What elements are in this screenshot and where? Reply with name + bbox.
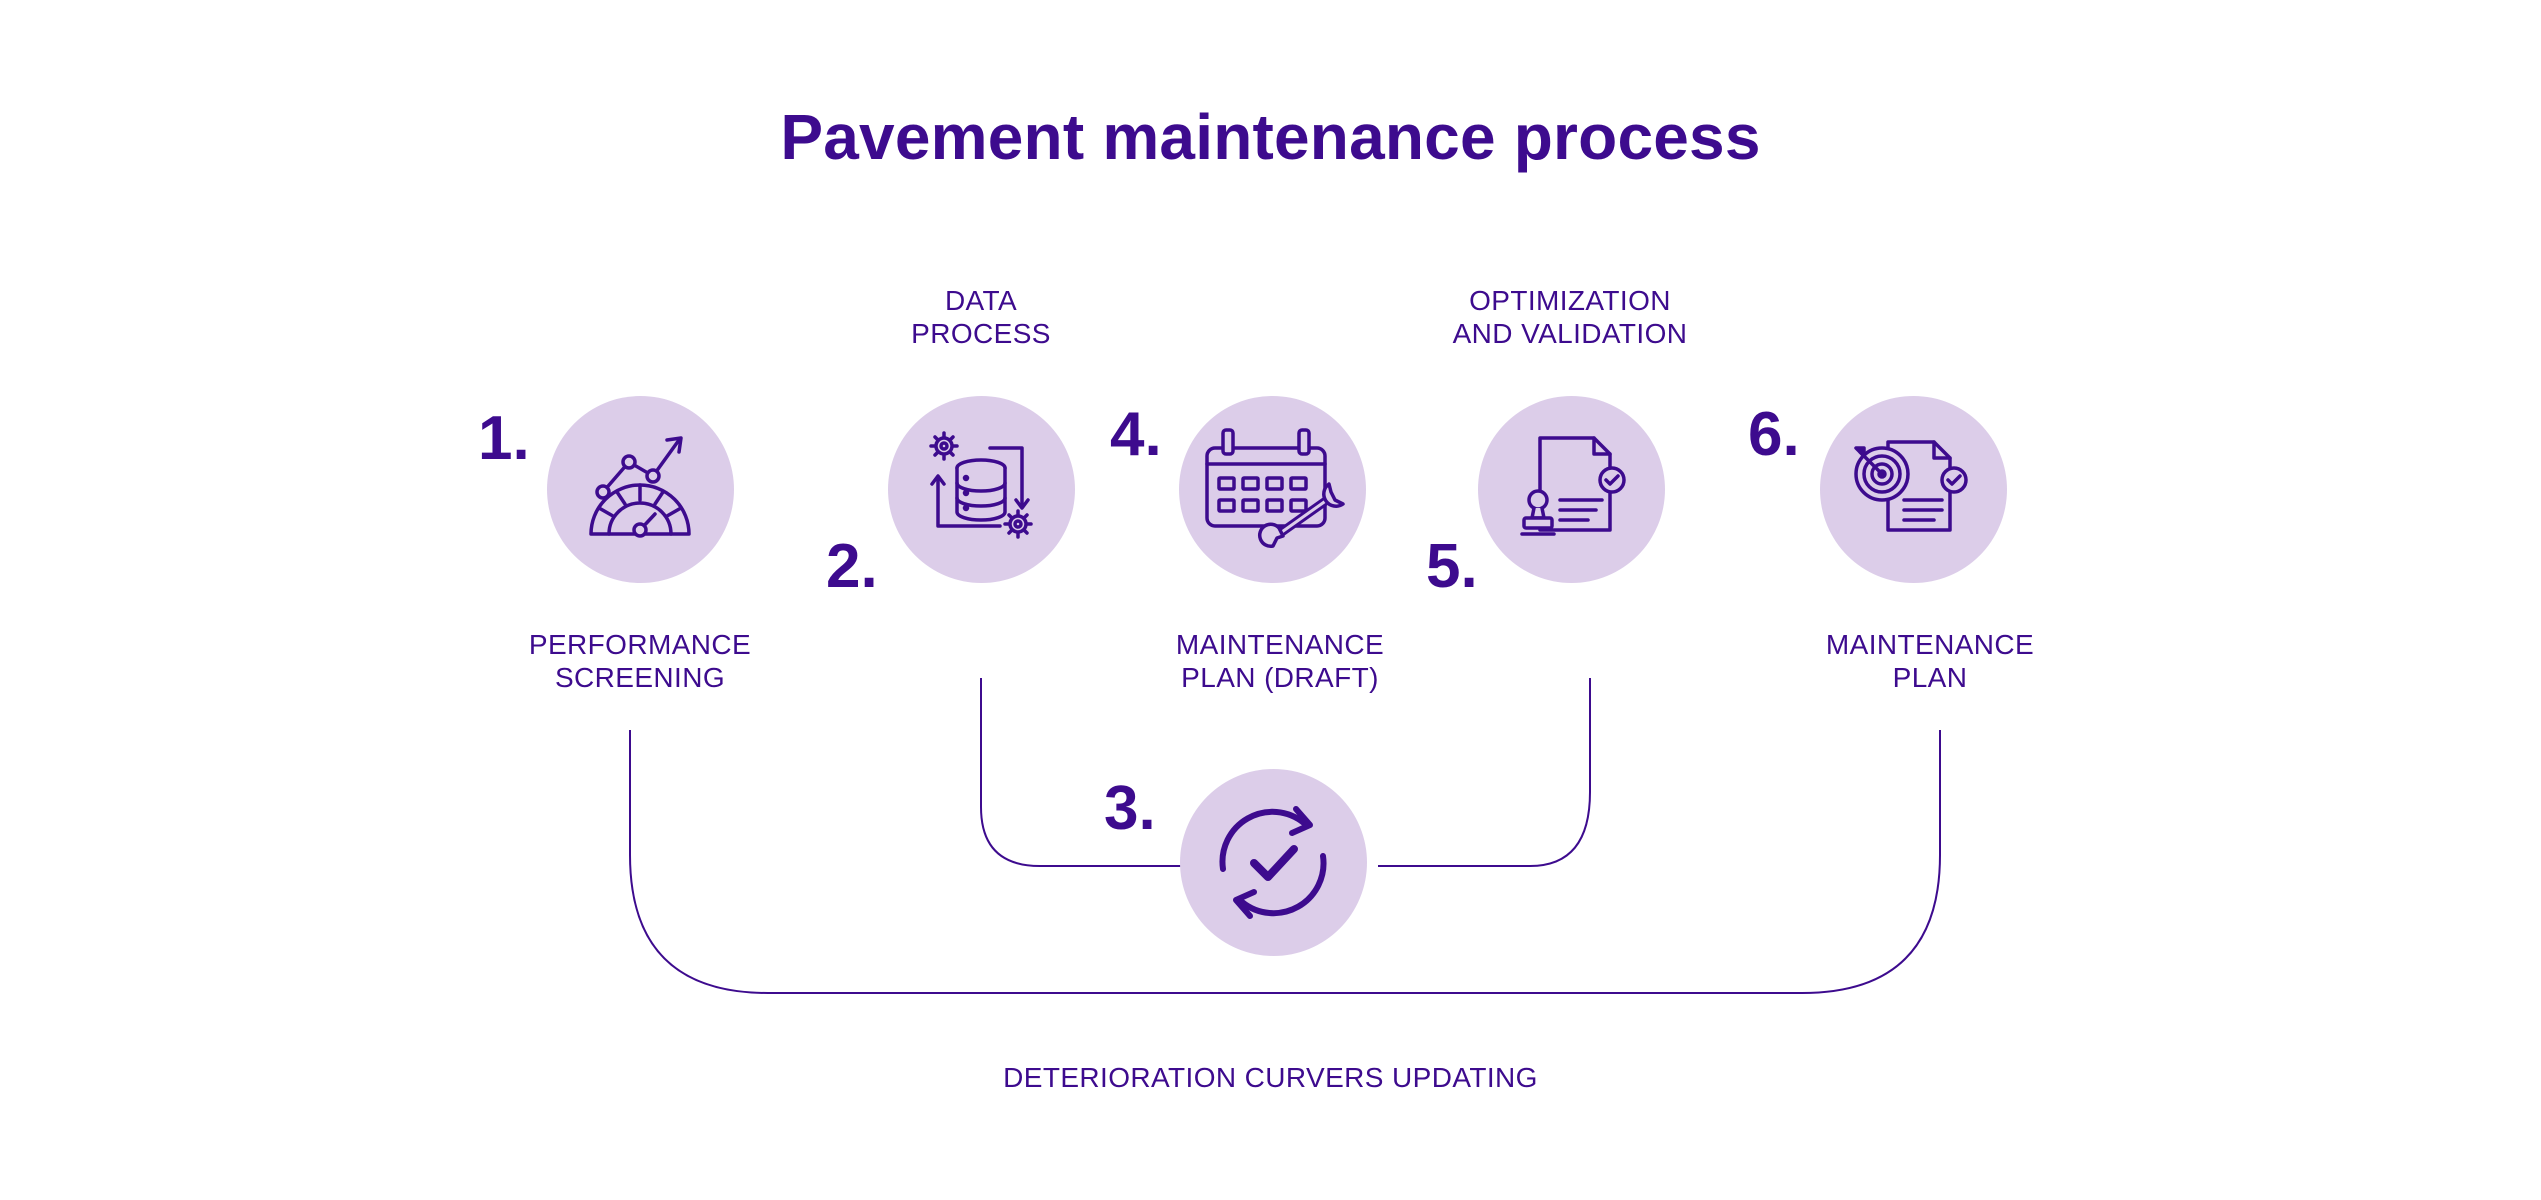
step-5-circle	[1478, 396, 1665, 583]
step-4-number: 4.	[1110, 400, 1162, 469]
step-4-label-line-1: MAINTENANCE	[1175, 629, 1385, 660]
document-stamp-icon	[1520, 436, 1626, 536]
calendar-wrench-icon	[1205, 428, 1345, 548]
database-gears-icon	[929, 431, 1033, 539]
step-4-label: MAINTENANCE PLAN (DRAFT)	[1130, 628, 1430, 694]
step-2-label-line-1: DATA	[944, 285, 1018, 316]
step-4-circle	[1179, 396, 1366, 583]
step-5-label: OPTIMIZATION AND VALIDATION	[1420, 284, 1720, 350]
step-3-circle	[1180, 769, 1367, 956]
page-title: Pavement maintenance process	[780, 101, 1761, 173]
refresh-check-icon	[1219, 806, 1327, 919]
step-1-circle	[547, 396, 734, 583]
step-6-label-line-1: MAINTENANCE	[1825, 629, 2035, 660]
footer-label: DETERIORATION CURVERS UPDATING	[1003, 1062, 1538, 1093]
step-1-label: PERFORMANCE SCREENING	[490, 628, 790, 694]
step-5-label-line-2: AND VALIDATION	[1452, 318, 1688, 349]
step-2-label-line-2: PROCESS	[911, 318, 1051, 349]
step-6-label: MAINTENANCE PLAN	[1780, 628, 2080, 694]
step-1-label-line-1: PERFORMANCE	[528, 629, 752, 660]
target-document-icon	[1854, 440, 1968, 532]
step-5-number: 5.	[1426, 532, 1478, 601]
step-3-number: 3.	[1104, 774, 1156, 843]
step-6-circle	[1820, 396, 2007, 583]
gauge-chart-icon	[589, 436, 691, 538]
step-2-circle	[888, 396, 1075, 583]
step-1-label-line-2: SCREENING	[554, 662, 726, 693]
inner-right-connector	[1378, 678, 1591, 867]
step-1-number: 1.	[478, 404, 530, 473]
step-6-label-line-2: PLAN	[1892, 662, 1968, 693]
inner-left-connector	[980, 678, 1192, 867]
outer-loop-connector	[629, 730, 1941, 994]
step-2-label: DATA PROCESS	[831, 284, 1131, 350]
step-5-label-line-1: OPTIMIZATION	[1469, 285, 1671, 316]
step-4-label-line-2: PLAN (DRAFT)	[1181, 662, 1379, 693]
step-6-number: 6.	[1748, 400, 1800, 469]
step-2-number: 2.	[826, 532, 878, 601]
